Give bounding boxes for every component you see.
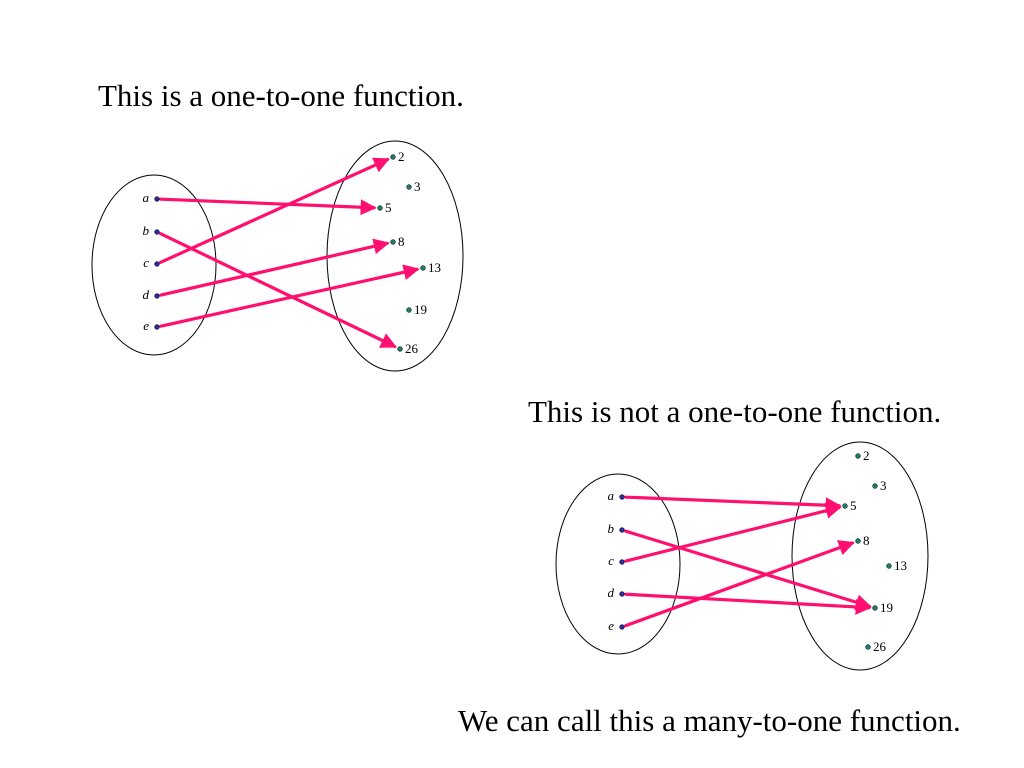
codomain-label-2: 2 [863,448,870,463]
arrow-b-to-26 [159,232,397,348]
domain-oval [555,473,681,655]
codomain-label-13: 13 [894,558,907,573]
heading-many-to-one: We can call this a many-to-one function. [458,703,961,738]
codomain-dot-19 [872,605,878,611]
arrow-e-to-13 [159,264,420,328]
arrow-d-to-8 [159,238,390,297]
codomain-dot-26 [865,644,871,650]
domain-dot-b [154,229,160,235]
codomain-label-26: 26 [405,341,419,356]
codomain-dot-8 [390,239,396,245]
codomain-dot-13 [886,563,892,569]
arrow-d-to-19 [624,592,872,615]
domain-dot-e [154,324,160,330]
domain-oval [91,174,217,356]
codomain-dot-19 [406,307,412,313]
arrow-a-to-5 [159,197,377,216]
domain-label-d: d [143,287,150,302]
domain-dot-a [619,494,625,500]
domain-dot-c [154,261,160,267]
arrow-a-to-5 [624,495,842,514]
codomain-dot-2 [855,453,861,459]
heading-not-one-to-one: This is not a one-to-one function. [528,394,942,429]
domain-label-a: a [143,190,150,205]
arrow-c-to-5 [624,502,842,563]
arrow-b-to-19 [624,529,872,610]
diagram-many-to-one: a b c d e 23 5 8 13 19 26 [555,441,929,671]
domain-dot-c [619,559,625,565]
codomain-dot-13 [420,265,426,271]
codomain-label-3: 3 [880,478,887,493]
domain-label-c: c [143,255,149,270]
codomain-dot-3 [872,483,878,489]
codomain-label-5: 5 [385,200,392,215]
domain-dot-d [619,591,625,597]
domain-label-e: e [143,318,149,333]
codomain-label-8: 8 [863,533,870,548]
codomain-label-2: 2 [398,149,405,164]
codomain-dot-5 [842,503,848,509]
diagram-one-to-one: a b c d e 23 5 8 13 19 26 [91,140,464,372]
arrow-c-to-2 [159,157,390,264]
domain-dot-a [154,196,160,202]
codomain-label-3: 3 [414,179,421,194]
codomain-label-19: 19 [414,302,427,317]
codomain-label-8: 8 [398,234,405,249]
codomain-oval [791,441,929,671]
domain-label-b: b [608,521,615,536]
codomain-label-19: 19 [880,600,893,615]
domain-dot-e [619,624,625,630]
codomain-oval [326,140,464,372]
domain-label-b: b [143,223,150,238]
heading-one-to-one: This is a one-to-one function. [98,78,464,113]
domain-label-c: c [608,553,614,568]
domain-dot-b [619,527,625,533]
domain-label-a: a [608,488,615,503]
codomain-dot-8 [855,538,861,544]
codomain-label-13: 13 [428,260,441,275]
codomain-dot-5 [377,205,383,211]
codomain-dot-26 [397,346,403,352]
domain-dot-d [154,293,160,299]
codomain-label-26: 26 [873,639,887,654]
codomain-dot-2 [390,154,396,160]
codomain-dot-3 [406,184,412,190]
domain-label-e: e [608,618,614,633]
codomain-label-5: 5 [850,498,857,513]
domain-label-d: d [608,585,615,600]
arrow-e-to-8 [624,540,855,628]
